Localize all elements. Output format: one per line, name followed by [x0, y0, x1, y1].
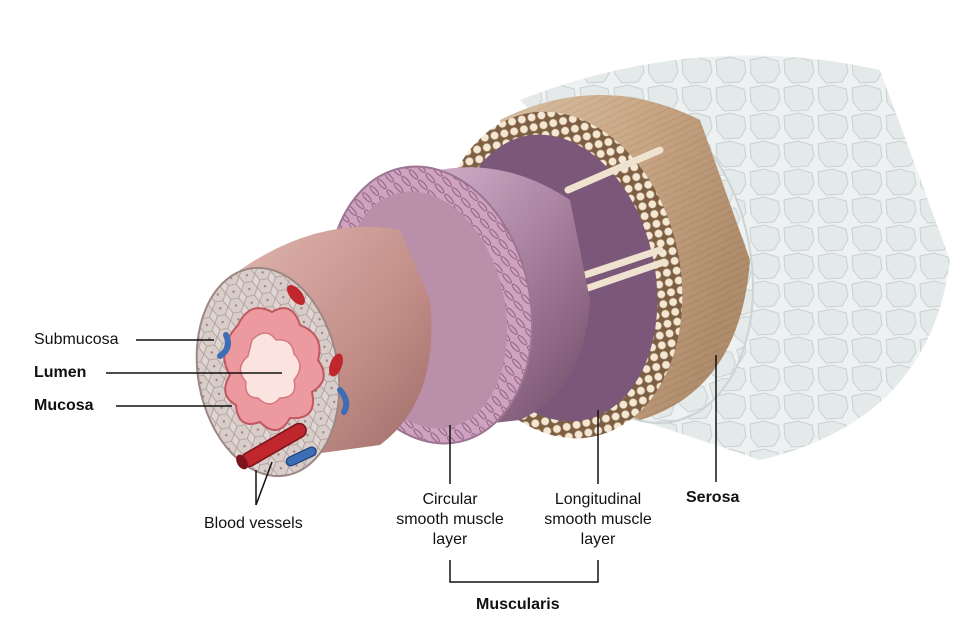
label-mucosa: Mucosa — [34, 397, 94, 414]
blood-vessel-group — [217, 285, 350, 470]
leader-lines — [106, 339, 717, 583]
muscle-fiber-strands — [564, 146, 668, 292]
label-submucosa: Submucosa — [34, 331, 119, 348]
label-muscularis: Muscularis — [476, 596, 560, 613]
label-lumen: Lumen — [34, 364, 87, 381]
label-blood-vessels: Blood vessels — [204, 515, 303, 532]
label-circular-muscle: Circular smooth muscle layer — [396, 491, 504, 548]
label-serosa: Serosa — [686, 489, 740, 506]
lumen-folds — [223, 307, 325, 431]
label-longitudinal-muscle: Longitudinal smooth muscle layer — [544, 491, 652, 548]
